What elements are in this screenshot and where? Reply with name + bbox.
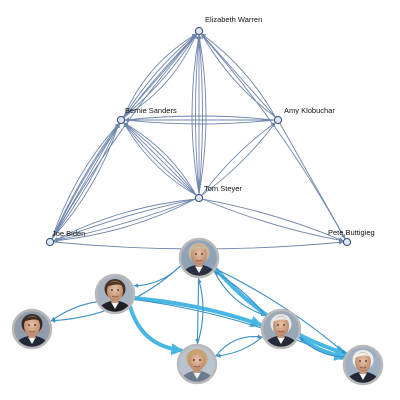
top-node-biden[interactable]: Joe Biden <box>45 229 85 247</box>
top-edge-biden-to-sanders <box>51 123 120 239</box>
bottom-edge-klobuchar-to-buttigieg <box>50 301 98 322</box>
top-edge-buttigieg-to-warren <box>200 33 346 239</box>
portrait-node-warren[interactable] <box>176 343 218 399</box>
portrait-ring-klobuchar <box>94 273 136 315</box>
bottom-edge-biden-to-sanders <box>299 336 346 358</box>
portrait-node-steyer[interactable] <box>178 237 220 293</box>
portrait-ring-biden <box>342 344 384 386</box>
top-edge-steyer-to-warren <box>197 34 203 195</box>
portrait-node-klobuchar[interactable] <box>94 273 136 329</box>
top-edge-steyer-to-sanders <box>123 122 197 196</box>
top-edge-biden-to-warren <box>51 33 198 239</box>
top-graph-edges <box>51 33 346 250</box>
bottom-edge-klobuchar-to-biden <box>133 298 344 360</box>
top-node-dot-biden[interactable] <box>45 237 55 247</box>
portrait-icon <box>96 275 134 313</box>
top-node-label-steyer: Tom Steyer <box>204 184 242 193</box>
top-edge-steyer-to-biden <box>53 198 196 243</box>
bottom-edge-warren-to-steyer <box>196 278 204 345</box>
top-edge-steyer-to-biden <box>53 198 196 242</box>
portrait-icon <box>262 310 300 348</box>
bottom-edge-klobuchar-to-sanders <box>132 296 263 328</box>
top-node-label-warren: Elizabeth Warren <box>205 15 262 24</box>
top-node-dot-buttigieg[interactable] <box>342 237 352 247</box>
portrait-node-biden[interactable] <box>342 344 384 400</box>
portrait-icon <box>344 346 382 384</box>
top-edge-klobuchar-to-warren <box>201 33 276 118</box>
top-edge-steyer-to-warren <box>197 34 207 195</box>
portrait-ring-buttigieg <box>11 308 53 350</box>
bottom-edge-steyer-to-sanders <box>213 270 266 317</box>
top-edge-biden-to-sanders <box>51 123 120 239</box>
top-edge-steyer-to-sanders <box>123 122 197 196</box>
top-edge-steyer-to-sanders <box>123 122 197 196</box>
top-edge-sanders-to-warren <box>123 33 197 118</box>
top-node-dot-steyer[interactable] <box>194 193 204 203</box>
bottom-edge-sanders-to-steyer <box>214 271 267 317</box>
top-node-label-buttigieg: Pete Buttigieg <box>328 228 375 237</box>
portrait-icon <box>178 345 216 383</box>
top-edge-biden-to-sanders <box>51 123 120 239</box>
top-edge-steyer-to-klobuchar <box>201 122 276 196</box>
top-edge-klobuchar-to-buttigieg <box>279 123 346 239</box>
top-edge-steyer-to-buttigieg <box>202 198 344 243</box>
top-edge-biden-to-sanders <box>51 123 120 239</box>
top-edge-klobuchar-to-sanders <box>124 115 275 122</box>
bottom-edge-klobuchar-to-warren <box>128 304 184 356</box>
top-node-steyer[interactable]: Tom Steyer <box>194 184 242 203</box>
bottom-graph-portraits <box>11 237 384 400</box>
top-edge-steyer-to-biden <box>53 198 196 242</box>
top-node-buttigieg[interactable]: Pete Buttigieg <box>328 228 375 247</box>
bottom-edge-steyer-to-klobuchar <box>133 265 182 288</box>
top-node-dot-sanders[interactable] <box>116 115 126 125</box>
portrait-node-sanders[interactable] <box>260 308 302 364</box>
bottom-edge-sanders-to-warren <box>215 336 264 358</box>
top-edge-steyer-to-klobuchar <box>201 122 276 196</box>
top-edge-klobuchar-to-warren <box>201 33 276 118</box>
top-edge-sanders-to-warren <box>123 33 197 118</box>
portrait-icon <box>13 310 51 348</box>
top-edge-steyer-to-warren <box>191 34 201 195</box>
top-edge-steyer-to-sanders <box>123 122 197 196</box>
top-node-warren[interactable]: Elizabeth Warren <box>194 15 262 36</box>
top-edge-sanders-to-warren <box>123 33 197 118</box>
top-node-label-biden: Joe Biden <box>52 229 85 238</box>
top-edge-steyer-to-warren <box>195 34 201 195</box>
bottom-edge-steyer-to-biden <box>215 268 346 355</box>
portrait-ring-steyer <box>178 237 220 279</box>
top-edge-klobuchar-to-sanders <box>124 118 275 125</box>
portrait-ring-sanders <box>260 308 302 350</box>
top-node-sanders[interactable]: Bernie Sanders <box>116 106 177 125</box>
top-edge-biden-to-sanders <box>51 123 120 239</box>
portrait-ring-warren <box>176 343 218 385</box>
top-edge-steyer-to-buttigieg <box>202 198 344 242</box>
top-edge-steyer-to-sanders <box>123 122 197 196</box>
top-edge-sanders-to-warren <box>123 33 197 118</box>
bottom-edge-warren-to-sanders <box>214 334 263 357</box>
portrait-node-buttigieg[interactable] <box>11 308 53 364</box>
top-node-label-klobuchar: Amy Klobuchar <box>284 106 335 115</box>
top-node-label-sanders: Bernie Sanders <box>125 106 177 115</box>
top-edge-klobuchar-to-warren <box>201 33 276 118</box>
top-node-dot-klobuchar[interactable] <box>273 115 283 125</box>
top-edge-steyer-to-biden <box>53 198 196 243</box>
top-node-klobuchar[interactable]: Amy Klobuchar <box>273 106 335 125</box>
top-node-dot-warren[interactable] <box>194 26 204 36</box>
